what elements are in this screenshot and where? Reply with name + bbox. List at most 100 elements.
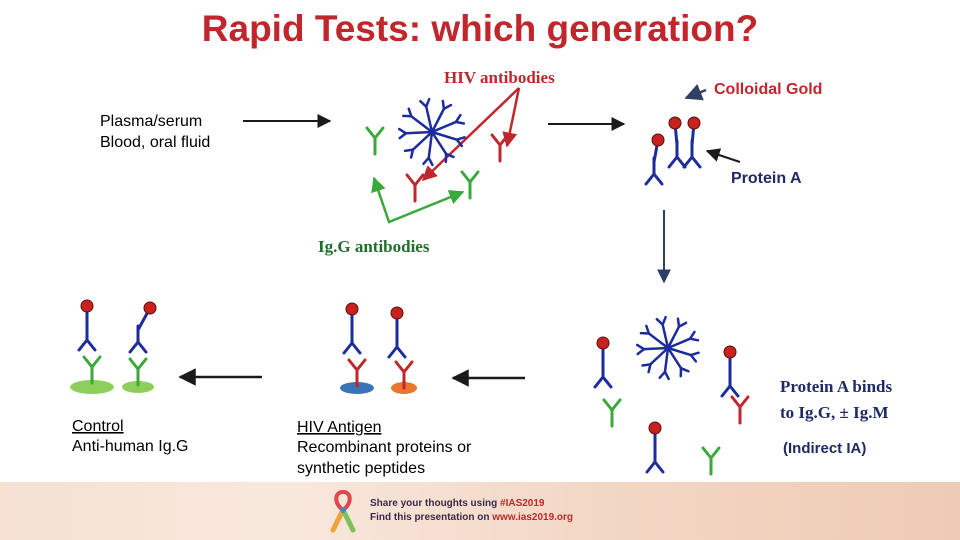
igg-top-1-arm-left [365, 126, 377, 140]
arrow-hiv-ab-2 [502, 87, 521, 148]
conjugate-mid-2-gold-bead [648, 421, 662, 435]
hiv-virion-top-spoke-6 [424, 105, 434, 134]
label-colloidal-gold: Colloidal Gold [714, 81, 822, 98]
hiv-virion-top-spoke-0 [430, 130, 459, 141]
hiv-virion-bottom-spoke-8 [666, 337, 692, 350]
conjugate-antigen-2-gold-bead [390, 306, 404, 320]
hiv-ab-antigen-1-arm-right [355, 358, 367, 372]
hiv-ab-mid-1-arm-right [738, 395, 750, 409]
conjugate-top-2-gold-bead [668, 116, 682, 130]
conjugate-control-1-igg-arm-left [77, 338, 89, 352]
conjugate-control-2-igg-arm-right [136, 340, 148, 354]
label-sample-2: Blood, oral fluid [100, 134, 210, 151]
footer-line-2: Find this presentation on www.ias2019.or… [370, 512, 574, 523]
label-antigen-sub-1: Recombinant proteins or [297, 439, 472, 456]
conjugate-control-2-igg-arm-left [128, 340, 140, 354]
conjugate-mid-2-igg-arm-right [653, 460, 665, 474]
hiv-virion-top-tip-b-0 [455, 136, 466, 141]
igg-mid-2-arm-right [709, 446, 721, 460]
label-control-title: Control [72, 418, 124, 435]
arrow-igg-bracket [371, 176, 465, 224]
conjugate-control-2-gold-bead [143, 301, 157, 315]
igg-top-2-arm-right [468, 170, 480, 184]
conjugate-top-1-igg-arm-left [644, 172, 656, 186]
igg-control-2-arm-left [128, 357, 140, 371]
hiv-ab-top-2-arm-right [413, 173, 425, 187]
igg-control-2-arm-right [136, 357, 148, 371]
footer-banner [0, 482, 960, 540]
conjugate-mid-1-igg-arm-right [601, 375, 613, 389]
hiv-virion-bottom-spoke-3 [649, 346, 670, 366]
hiv-virion-bottom-tip-b-1 [679, 366, 690, 373]
hiv-virion-bottom-spoke-5 [647, 332, 670, 350]
hiv-virion-top-spoke-2 [427, 130, 434, 160]
hiv-ab-antigen-2-arm-left [394, 360, 406, 374]
control-pad-1 [70, 380, 114, 394]
arrow-protein-a-pointer [705, 148, 741, 163]
ribbon-logo-icon [330, 489, 356, 533]
hiv-virion-top-spoke-1 [430, 130, 448, 156]
igg-top-1-arm-right [373, 126, 385, 140]
label-binds-1: Protein A binds [780, 377, 892, 396]
hiv-virion-top-tip-b-6 [419, 99, 428, 108]
hiv-virion-top-spoke-5 [410, 115, 434, 134]
hiv-virion-top-spoke-7 [430, 107, 446, 134]
conjugate-antigen-2-igg-arm-right [395, 345, 407, 359]
conjugate-control-1-gold-bead [80, 299, 94, 313]
conjugate-mid-1-gold-bead [596, 336, 610, 350]
page-title: Rapid Tests: which generation? [202, 8, 758, 49]
hiv-virion-top-spoke-3 [411, 130, 434, 151]
igg-control-1-arm-right [90, 355, 102, 369]
hiv-virion-bottom-tip-b-0 [689, 351, 700, 357]
conjugate-mid-3-gold-bead [723, 345, 737, 359]
conjugate-antigen-2-igg-arm-left [387, 345, 399, 359]
igg-mid-2-arm-left [701, 446, 713, 460]
hiv-ab-top-1-arm-right [498, 133, 510, 147]
conjugate-control-1-igg-arm-right [85, 338, 97, 352]
hiv-ab-antigen-1-arm-left [347, 358, 359, 372]
conjugate-top-3-igg-arm-right [690, 155, 702, 169]
conjugate-top-1-gold-bead [651, 133, 665, 147]
label-sample-1: Plasma/serum [100, 113, 202, 130]
conjugate-mid-2-igg-arm-left [645, 460, 657, 474]
hiv-virion-bottom-tip-b-4 [636, 347, 646, 356]
arrow-hiv-ab-1 [421, 87, 520, 182]
hiv-virion-top-tip-b-8 [454, 113, 462, 124]
hiv-virion-top-tip-b-1 [444, 152, 455, 159]
conjugate-top-1-igg-arm-right [652, 172, 664, 186]
control-pad-2 [122, 381, 154, 393]
hiv-virion-bottom-tip-b-8 [688, 330, 696, 340]
hiv-virion-top-tip-b-7 [441, 99, 446, 111]
hiv-virion-bottom-tip-b-6 [655, 317, 664, 326]
footer-text: Share your thoughts using #IAS2019 Find … [370, 497, 573, 525]
hiv-virion-top-spoke-8 [430, 120, 458, 134]
hiv-virion-bottom-spoke-2 [663, 346, 670, 374]
conjugate-top-2-igg-arm-left [667, 155, 679, 169]
conjugate-mid-3-igg-arm-left [720, 384, 732, 398]
hiv-virion-bottom-spoke-0 [666, 346, 693, 357]
conjugate-mid-1-igg-arm-left [593, 375, 605, 389]
hiv-virion-bottom-spoke-7 [666, 325, 681, 350]
conjugate-antigen-1-igg-arm-left [342, 341, 354, 355]
label-igg-antibodies: Ig.G antibodies [318, 237, 430, 256]
label-hiv-antibodies: HIV antibodies [444, 68, 555, 87]
hiv-virion-bottom-spoke-6 [661, 323, 670, 350]
conjugate-top-3-gold-bead [687, 116, 701, 130]
hiv-virion-bottom-tip-b-2 [663, 370, 670, 381]
hiv-ab-mid-1-arm-left [730, 395, 742, 409]
igg-top-2-arm-left [460, 170, 472, 184]
igg-mid-1-arm-left [602, 398, 614, 412]
hiv-virion-bottom-tip-b-7 [676, 317, 681, 328]
hiv-virion-bottom-spoke-1 [666, 346, 683, 370]
conjugate-mid-3-igg-arm-right [728, 384, 740, 398]
conjugate-antigen-1-gold-bead [345, 302, 359, 316]
hiv-virion-top-tip-b-4 [398, 132, 408, 140]
hiv-virion-top-tip-b-2 [427, 156, 434, 167]
conjugate-top-3-igg-arm-left [682, 155, 694, 169]
hiv-virion-bottom-tip-b-3 [647, 363, 652, 374]
hiv-virion-top-spoke-4 [404, 130, 434, 135]
igg-control-1-arm-left [82, 355, 94, 369]
hiv-virion-top-tip-b-3 [409, 148, 415, 159]
hiv-ab-top-2-arm-left [405, 173, 417, 187]
label-antigen-sub-2: synthetic peptides [297, 460, 425, 477]
